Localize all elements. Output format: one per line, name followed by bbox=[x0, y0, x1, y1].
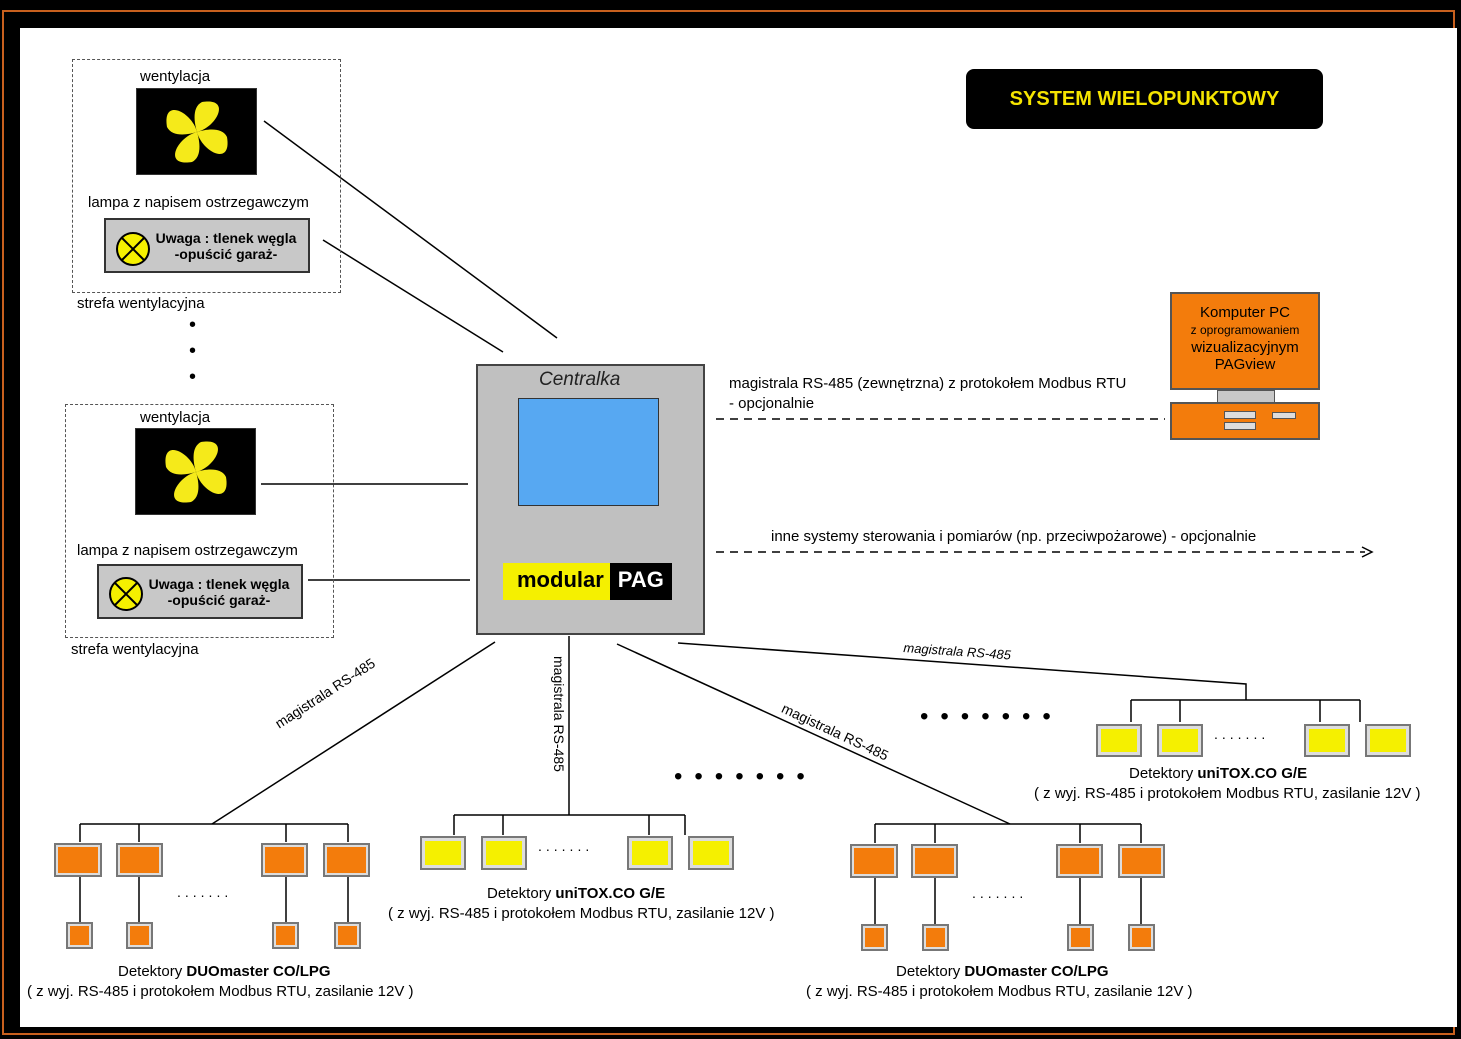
lamp-label: lampa z napisem ostrzegawczym bbox=[77, 542, 298, 559]
controller-label: Centralka bbox=[539, 369, 621, 390]
diagram-title-box: SYSTEM WIELOPUNKTOWY bbox=[966, 69, 1323, 129]
lamp-warning-text: Uwaga : tlenek węgla -opuścić garaż- bbox=[155, 230, 297, 262]
duo-detector bbox=[54, 843, 102, 877]
duo-detector bbox=[911, 844, 958, 878]
ellipsis-dots: ••••••• bbox=[920, 703, 1063, 730]
fan-label: wentylacja bbox=[140, 68, 211, 85]
fan-icon bbox=[135, 428, 256, 515]
pc-computer: Komputer PC z oprogramowaniem wizualizac… bbox=[1170, 292, 1320, 440]
warning-lamp: Uwaga : tlenek węgla -opuścić garaż- bbox=[97, 564, 303, 619]
vertical-dots: ••• bbox=[189, 314, 197, 388]
duo-sensor bbox=[1128, 924, 1155, 951]
lamp-icon bbox=[109, 577, 143, 611]
group-spec: ( z wyj. RS-485 i protokołem Modbus RTU,… bbox=[388, 905, 775, 922]
ventilation-zone-2 bbox=[65, 404, 334, 638]
duo-detector bbox=[116, 843, 163, 877]
ellipsis-dots: ••••••• bbox=[674, 763, 817, 790]
fan-label: wentylacja bbox=[140, 409, 211, 426]
pc-case bbox=[1170, 402, 1320, 440]
unitox-detector bbox=[481, 836, 527, 870]
lamp-warning-text: Uwaga : tlenek węgla -opuścić garaż- bbox=[148, 576, 290, 608]
duo-sensor bbox=[272, 922, 299, 949]
bus-label: magistrala RS-485 bbox=[551, 656, 567, 772]
unitox-detector bbox=[1096, 724, 1142, 757]
duo-detector bbox=[1056, 844, 1103, 878]
brand-right: PAG bbox=[609, 563, 672, 600]
unitox-detector bbox=[1304, 724, 1350, 757]
duo-sensor bbox=[334, 922, 361, 949]
brand-left: modular bbox=[503, 563, 610, 600]
unitox-detector bbox=[627, 836, 673, 870]
group-caption: Detektory uniTOX.CO G/E bbox=[487, 885, 666, 902]
duo-sensor bbox=[922, 924, 949, 951]
controller-unit: Centralka modular PAG bbox=[476, 364, 705, 635]
group-spec: ( z wyj. RS-485 i protokołem Modbus RTU,… bbox=[27, 983, 414, 1000]
duo-sensor bbox=[1067, 924, 1094, 951]
ellipsis-dots: ....... bbox=[177, 884, 233, 900]
warning-lamp: Uwaga : tlenek węgla -opuścić garaż- bbox=[104, 218, 310, 273]
duo-sensor bbox=[126, 922, 153, 949]
duo-detector bbox=[1118, 844, 1165, 878]
unitox-detector bbox=[1365, 724, 1411, 757]
ellipsis-dots: ....... bbox=[538, 838, 594, 854]
duo-detector bbox=[850, 844, 898, 878]
group-spec: ( z wyj. RS-485 i protokołem Modbus RTU,… bbox=[1034, 785, 1421, 802]
ventilation-zone-1 bbox=[72, 59, 341, 293]
lamp-label: lampa z napisem ostrzegawczym bbox=[88, 194, 309, 211]
pc-monitor: Komputer PC z oprogramowaniem wizualizac… bbox=[1170, 292, 1320, 390]
zone-label: strefa wentylacyjna bbox=[77, 295, 205, 312]
group-caption: Detektory uniTOX.CO G/E bbox=[1129, 765, 1308, 782]
unitox-detector bbox=[1157, 724, 1203, 757]
pc-bus-optional: - opcjonalnie bbox=[729, 395, 815, 412]
duo-sensor bbox=[66, 922, 93, 949]
group-caption: Detektory DUOmaster CO/LPG bbox=[896, 963, 1109, 980]
group-spec: ( z wyj. RS-485 i protokołem Modbus RTU,… bbox=[806, 983, 1193, 1000]
duo-sensor bbox=[861, 924, 888, 951]
pc-bus-label: magistrala RS-485 (zewnętrzna) z protoko… bbox=[729, 375, 1127, 392]
fan-icon bbox=[136, 88, 257, 175]
duo-detector bbox=[261, 843, 308, 877]
lamp-icon bbox=[116, 232, 150, 266]
ellipsis-dots: ....... bbox=[972, 885, 1028, 901]
zone-label: strefa wentylacyjna bbox=[71, 641, 199, 658]
unitox-detector bbox=[688, 836, 734, 870]
brand-logo: modular PAG bbox=[503, 563, 672, 600]
diagram-canvas bbox=[20, 28, 1457, 1027]
controller-screen bbox=[518, 398, 659, 506]
duo-detector bbox=[323, 843, 370, 877]
other-systems-label: inne systemy sterowania i pomiarów (np. … bbox=[771, 528, 1257, 545]
diagram-title: SYSTEM WIELOPUNKTOWY bbox=[1009, 87, 1280, 110]
group-caption: Detektory DUOmaster CO/LPG bbox=[118, 963, 331, 980]
ellipsis-dots: ....... bbox=[1214, 726, 1270, 742]
unitox-detector bbox=[420, 836, 466, 870]
